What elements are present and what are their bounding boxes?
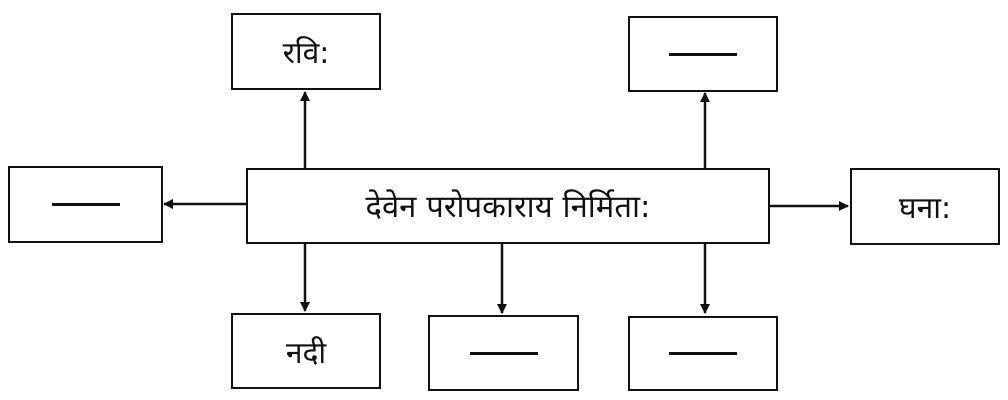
node-label: नदी xyxy=(285,335,327,371)
node-bottom-left: नदी xyxy=(231,313,381,389)
blank-line xyxy=(669,52,737,56)
node-label: घना: xyxy=(898,191,952,226)
node-right: घना: xyxy=(850,168,1000,245)
node-label: रवि: xyxy=(282,36,330,71)
center-box: देवेन परोपकाराय निर्मिता: xyxy=(246,168,770,244)
node-top-right xyxy=(628,16,778,92)
blank-line xyxy=(469,351,538,355)
blank-line xyxy=(669,352,737,355)
node-bottom-right xyxy=(628,316,778,391)
node-bottom-middle xyxy=(428,315,579,391)
center-label: देवेन परोपकाराय निर्मिता: xyxy=(365,189,651,225)
node-top-left: रवि: xyxy=(231,13,381,90)
node-left xyxy=(8,166,163,243)
blank-line xyxy=(51,203,120,206)
